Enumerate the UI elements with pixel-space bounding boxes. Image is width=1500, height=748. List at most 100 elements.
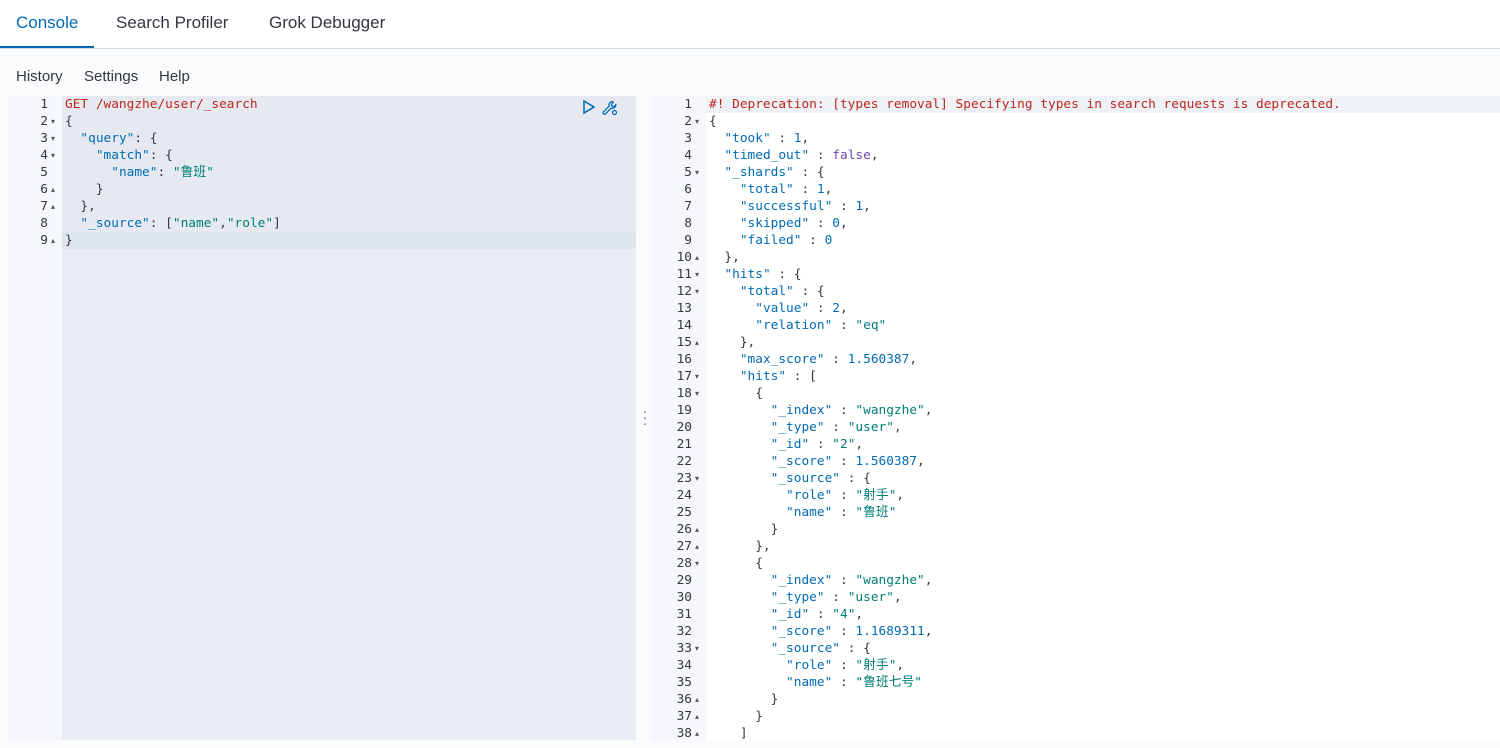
menu-history[interactable]: History <box>16 68 63 85</box>
line-number: 19 <box>676 403 692 418</box>
code-line: "skipped" : 0, <box>739 216 848 231</box>
code-line: "name": "鲁班" <box>111 165 214 180</box>
code-line: } <box>709 692 779 707</box>
code-line: GET /wangzhe/user/_search <box>65 97 258 112</box>
fold-open-icon[interactable]: ▾ <box>695 117 700 126</box>
line-number: 14 <box>676 318 692 333</box>
fold-open-icon[interactable]: ▾ <box>695 559 700 568</box>
line-number: 3 <box>684 131 692 146</box>
line-number: 8 <box>40 216 48 231</box>
request-body-band <box>62 96 636 249</box>
fold-close-icon[interactable]: ▴ <box>695 338 700 347</box>
code-line: "took" : 1, <box>724 131 810 146</box>
code-line: "successful" : 1, <box>739 199 871 214</box>
code-line: "_score" : 1.560387, <box>770 454 925 469</box>
code-line: }, <box>709 335 756 350</box>
fold-open-icon[interactable]: ▾ <box>695 389 700 398</box>
pane-resizer[interactable] <box>639 96 651 740</box>
code-line: } <box>65 182 104 197</box>
code-line: "_id" : "2", <box>770 437 864 452</box>
line-number: 6 <box>684 182 692 197</box>
line-number: 1 <box>684 97 692 112</box>
fold-close-icon[interactable]: ▴ <box>51 236 56 245</box>
line-number: 8 <box>684 216 692 231</box>
fold-open-icon[interactable]: ▾ <box>51 117 56 126</box>
line-number: 4 <box>684 148 692 163</box>
line-number: 1 <box>40 97 48 112</box>
fold-close-icon[interactable]: ▴ <box>695 525 700 534</box>
play-icon[interactable] <box>581 99 597 115</box>
code-line: "max_score" : 1.560387, <box>739 352 918 367</box>
fold-open-icon[interactable]: ▾ <box>695 372 700 381</box>
fold-close-icon[interactable]: ▴ <box>695 729 700 738</box>
line-number: 2 <box>40 114 48 129</box>
tab-console[interactable]: Console <box>0 0 95 48</box>
fold-open-icon[interactable]: ▾ <box>51 151 56 160</box>
top-tabs: Console Search Profiler Grok Debugger <box>0 0 1500 49</box>
code-line: "hits" : [ <box>739 369 817 384</box>
tab-grok-debugger[interactable]: Grok Debugger <box>269 13 386 32</box>
code-line: "_type" : "user", <box>770 590 902 605</box>
request-editor[interactable]: GET /wangzhe/user/_search{ "query": { "m… <box>8 96 636 740</box>
fold-open-icon[interactable]: ▾ <box>695 287 700 296</box>
code-line: "_score" : 1.1689311, <box>770 624 933 639</box>
line-number: 31 <box>676 607 692 622</box>
resize-handle-icon[interactable]: ··· <box>642 403 648 431</box>
code-line: }, <box>65 199 96 214</box>
code-line: } <box>65 233 73 248</box>
fold-close-icon[interactable]: ▴ <box>695 253 700 262</box>
active-line-highlight <box>8 232 636 249</box>
line-number: 11 <box>676 267 692 282</box>
code-line: "_shards" : { <box>724 165 825 180</box>
fold-close-icon[interactable]: ▴ <box>51 202 56 211</box>
menu-settings[interactable]: Settings <box>84 68 139 85</box>
line-number: 33 <box>676 641 692 656</box>
line-number: 18 <box>676 386 692 401</box>
code-line: #! Deprecation: [types removal] Specifyi… <box>709 97 1341 112</box>
line-number: 28 <box>676 556 692 571</box>
tab-search-profiler[interactable]: Search Profiler <box>116 13 229 32</box>
fold-open-icon[interactable]: ▾ <box>695 644 700 653</box>
fold-close-icon[interactable]: ▴ <box>695 712 700 721</box>
code-line: "name" : "鲁班七号" <box>786 675 923 690</box>
wrench-icon[interactable] <box>601 99 618 116</box>
line-number: 23 <box>676 471 692 486</box>
menu-help[interactable]: Help <box>159 68 190 85</box>
request-code[interactable]: GET /wangzhe/user/_search{ "query": { "m… <box>62 96 636 740</box>
code-line: "hits" : { <box>724 267 802 282</box>
line-number: 20 <box>676 420 692 435</box>
code-line: "_index" : "wangzhe", <box>770 403 933 418</box>
line-number: 6 <box>40 182 48 197</box>
line-number: 36 <box>676 692 692 707</box>
line-number: 34 <box>676 658 692 673</box>
code-line: } <box>709 709 763 724</box>
code-line: "total" : { <box>739 284 825 299</box>
line-number: 15 <box>676 335 692 350</box>
code-line: { <box>709 386 763 401</box>
code-line: { <box>709 114 717 129</box>
fold-close-icon[interactable]: ▴ <box>695 542 700 551</box>
code-line: "_type" : "user", <box>770 420 902 435</box>
line-number: 30 <box>676 590 692 605</box>
fold-close-icon[interactable]: ▴ <box>695 695 700 704</box>
code-line: "_index" : "wangzhe", <box>770 573 933 588</box>
fold-close-icon[interactable]: ▴ <box>51 185 56 194</box>
line-number: 4 <box>40 148 48 163</box>
fold-open-icon[interactable]: ▾ <box>695 474 700 483</box>
line-number: 38 <box>676 726 692 740</box>
code-line: "timed_out" : false, <box>724 148 879 163</box>
line-number: 27 <box>676 539 692 554</box>
code-line: "query": { <box>80 131 158 146</box>
fold-open-icon[interactable]: ▾ <box>695 270 700 279</box>
line-number: 22 <box>676 454 692 469</box>
code-line: "total" : 1, <box>739 182 833 197</box>
line-number: 35 <box>676 675 692 690</box>
code-line: }, <box>709 250 740 265</box>
fold-open-icon[interactable]: ▾ <box>51 134 56 143</box>
line-number: 12 <box>676 284 692 299</box>
line-number: 32 <box>676 624 692 639</box>
line-number: 7 <box>684 199 692 214</box>
line-number: 5 <box>40 165 48 180</box>
line-number: 24 <box>676 488 692 503</box>
fold-open-icon[interactable]: ▾ <box>695 168 700 177</box>
